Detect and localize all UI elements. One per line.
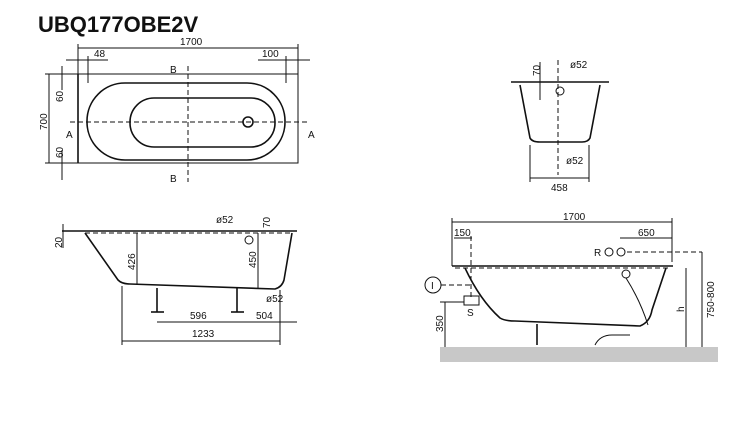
svg-text:A: A [66, 130, 73, 141]
svg-text:458: 458 [551, 183, 568, 194]
svg-text:70: 70 [532, 64, 543, 76]
svg-text:B: B [170, 65, 177, 76]
install-view: 1700 150 650 R 750-800 h I S 350 [424, 212, 718, 362]
svg-text:650: 650 [638, 228, 655, 239]
svg-text:450: 450 [248, 251, 259, 268]
svg-text:A: A [308, 130, 315, 141]
svg-text:R: R [594, 248, 601, 259]
top-view: 1700 48 100 700 60 60 B B A A [39, 37, 315, 185]
svg-text:I: I [431, 281, 434, 292]
svg-text:ø52: ø52 [566, 156, 584, 167]
floor [440, 347, 718, 362]
side-view: 596 504 1233 426 450 20 ø52 70 ø52 [54, 215, 297, 345]
svg-text:596: 596 [190, 311, 207, 322]
svg-text:60: 60 [55, 90, 66, 102]
svg-text:B: B [170, 174, 177, 185]
svg-text:ø52: ø52 [266, 294, 284, 305]
drain-icon [242, 116, 254, 128]
svg-text:1700: 1700 [180, 37, 203, 48]
svg-text:h: h [676, 306, 687, 312]
svg-text:1700: 1700 [563, 212, 586, 223]
svg-text:350: 350 [435, 315, 446, 332]
svg-text:426: 426 [127, 253, 138, 270]
svg-text:60: 60 [55, 146, 66, 158]
svg-text:750-800: 750-800 [706, 281, 717, 318]
svg-text:48: 48 [94, 49, 106, 60]
svg-text:20: 20 [54, 236, 65, 248]
cross-section-view: 458 ø52 ø52 70 [511, 60, 609, 194]
model-title: UBQ177OBE2V [38, 12, 199, 37]
svg-text:150: 150 [454, 228, 471, 239]
svg-text:70: 70 [262, 216, 273, 228]
svg-text:700: 700 [39, 113, 50, 130]
svg-text:504: 504 [256, 311, 273, 322]
svg-text:1233: 1233 [192, 329, 215, 340]
svg-text:ø52: ø52 [216, 215, 234, 226]
svg-text:ø52: ø52 [570, 60, 588, 71]
svg-text:S: S [467, 308, 474, 319]
svg-text:100: 100 [262, 49, 279, 60]
